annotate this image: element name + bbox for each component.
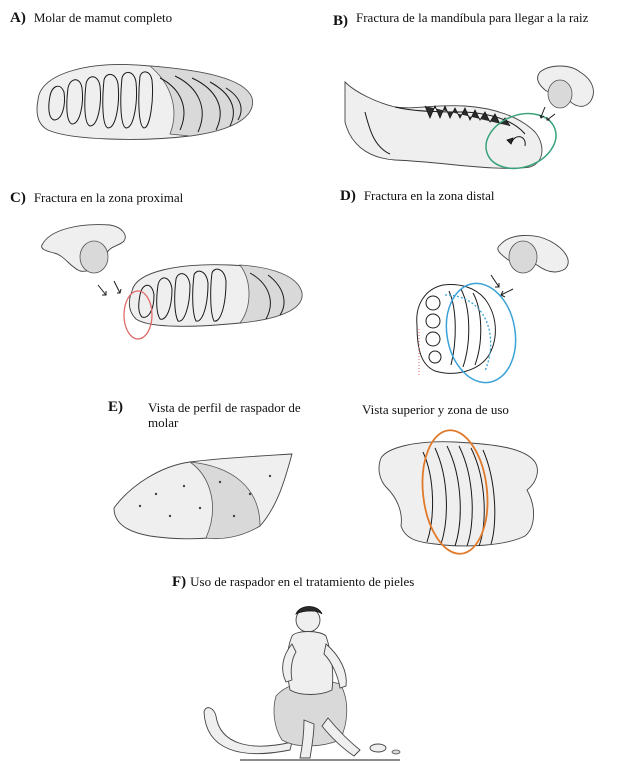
caption-e-right: Vista superior y zona de uso	[362, 402, 509, 417]
caption-e-left-text: Vista de perfil de raspador de molar	[148, 400, 328, 430]
caption-d-text: Fractura en la zona distal	[364, 188, 495, 203]
caption-c: C) Fractura en la zona proximal	[10, 190, 183, 206]
caption-c-text: Fractura en la zona proximal	[34, 190, 183, 205]
caption-b-text: Fractura de la mandíbula para llegar a l…	[356, 10, 588, 25]
panel-letter-d: D)	[340, 188, 356, 204]
distal-fracture-illustration	[405, 225, 595, 385]
caption-d: D) Fractura en la zona distal	[340, 188, 495, 204]
panel-letter-b: B)	[333, 14, 348, 29]
caption-a: A) Molar de mamut completo	[10, 10, 172, 26]
caption-e-left: E) Vista de perfil de raspador de molar	[108, 400, 328, 430]
mandible-fracture-illustration	[335, 62, 605, 192]
panel-letter-f: F)	[172, 574, 186, 590]
caption-b: B) Fractura de la mandíbula para llegar …	[333, 10, 613, 29]
panel-letter-c: C)	[10, 190, 26, 206]
caption-a-text: Molar de mamut completo	[34, 10, 172, 25]
caption-f-text: Uso de raspador en el tratamiento de pie…	[190, 574, 414, 589]
proximal-fracture-illustration	[40, 215, 340, 355]
scraper-top-view-illustration	[375, 428, 545, 558]
caption-f: F) Uso de raspador en el tratamiento de p…	[172, 574, 414, 590]
mammoth-molar-illustration	[30, 48, 260, 148]
hide-scraping-scene-illustration	[200, 600, 430, 765]
caption-e-right-text: Vista superior y zona de uso	[362, 402, 509, 417]
scraper-profile-illustration	[110, 446, 300, 546]
panel-letter-a: A)	[10, 10, 26, 26]
panel-letter-e: E)	[108, 400, 123, 415]
